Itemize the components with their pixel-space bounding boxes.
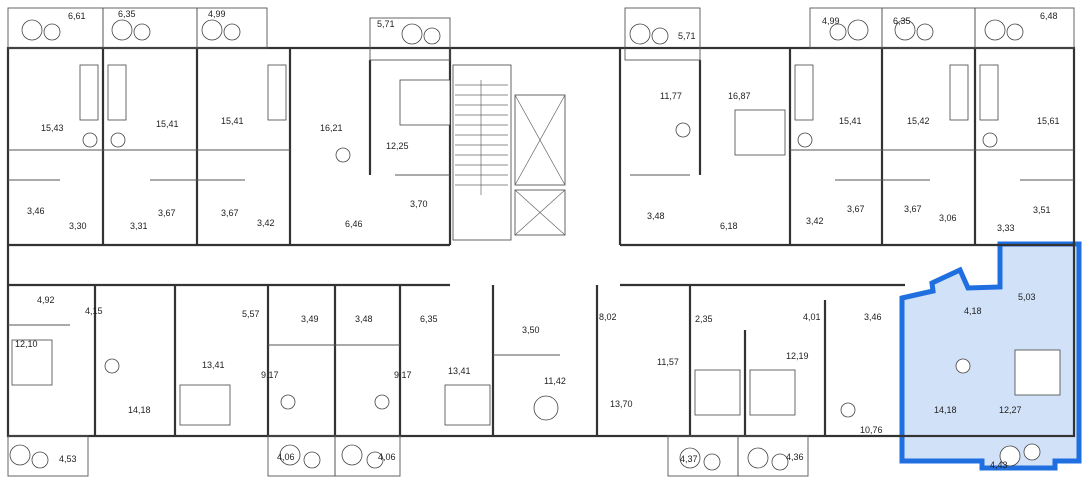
room-area-label: 12,19 bbox=[786, 351, 809, 361]
room-area-label: 3,46 bbox=[27, 206, 45, 216]
room-area-label: 4,99 bbox=[822, 16, 840, 26]
room-area-label: 4,99 bbox=[208, 9, 226, 19]
room-area-label: 11,77 bbox=[660, 91, 682, 101]
room-area-label: 9,17 bbox=[261, 370, 279, 380]
room-area-label: 11,57 bbox=[657, 357, 679, 367]
room-area-label: 14,18 bbox=[934, 405, 957, 415]
room-area-label: 6,35 bbox=[420, 314, 438, 324]
room-labels: 6,61 6,35 4,99 5,71 5,71 4,99 6,35 6,48 … bbox=[15, 9, 1060, 470]
room-area-label: 3,48 bbox=[355, 314, 373, 324]
room-area-label: 5,71 bbox=[377, 19, 395, 29]
room-area-label: 15,41 bbox=[156, 119, 179, 129]
room-area-label: 3,67 bbox=[221, 208, 239, 218]
room-area-label: 3,42 bbox=[806, 216, 824, 226]
furniture bbox=[9, 19, 1061, 471]
room-area-label: 6,61 bbox=[68, 11, 86, 21]
highlighted-apartment[interactable] bbox=[899, 241, 1082, 471]
room-area-label: 12,27 bbox=[999, 405, 1022, 415]
room-area-label: 3,33 bbox=[997, 223, 1015, 233]
room-area-label: 3,31 bbox=[130, 221, 148, 231]
room-area-label: 15,41 bbox=[839, 116, 862, 126]
room-area-label: 3,67 bbox=[847, 204, 865, 214]
room-area-label: 3,67 bbox=[158, 208, 176, 218]
room-area-label: 3,70 bbox=[410, 199, 428, 209]
room-area-label: 5,03 bbox=[1018, 292, 1036, 302]
room-area-label: 15,43 bbox=[41, 123, 64, 133]
stairwell bbox=[452, 64, 512, 241]
room-area-label: 3,67 bbox=[904, 204, 922, 214]
room-area-label: 15,42 bbox=[907, 116, 930, 126]
lower-partitions bbox=[8, 285, 827, 436]
room-area-label: 4,01 bbox=[803, 312, 821, 322]
room-area-label: 13,70 bbox=[610, 399, 633, 409]
room-area-label: 6,48 bbox=[1040, 11, 1058, 21]
room-area-label: 3,30 bbox=[69, 221, 87, 231]
room-area-label: 4,18 bbox=[964, 306, 982, 316]
room-area-label: 6,18 bbox=[720, 221, 738, 231]
room-area-label: 13,41 bbox=[448, 366, 471, 376]
room-area-label: 4,15 bbox=[85, 306, 103, 316]
room-area-label: 15,61 bbox=[1037, 116, 1060, 126]
room-area-label: 12,25 bbox=[386, 141, 409, 151]
room-area-label: 13,41 bbox=[202, 360, 225, 370]
room-area-label: 3,06 bbox=[939, 213, 957, 223]
room-area-label: 3,48 bbox=[647, 211, 665, 221]
room-area-label: 3,51 bbox=[1033, 205, 1051, 215]
elevator-shafts bbox=[514, 94, 566, 236]
exterior-walls bbox=[6, 46, 1076, 438]
room-area-label: 9,17 bbox=[394, 370, 412, 380]
room-area-label: 3,50 bbox=[522, 325, 540, 335]
upper-partitions bbox=[8, 48, 1074, 245]
room-area-label: 6,46 bbox=[345, 219, 363, 229]
room-area-label: 3,42 bbox=[257, 218, 275, 228]
room-area-label: 12,10 bbox=[15, 339, 38, 349]
room-area-label: 8,02 bbox=[599, 312, 617, 322]
balconies bbox=[7, 7, 1075, 477]
room-area-label: 2,35 bbox=[695, 314, 713, 324]
room-area-label: 4,06 bbox=[378, 452, 396, 462]
room-area-label: 5,57 bbox=[242, 309, 260, 319]
room-area-label: 4,43 bbox=[990, 460, 1008, 470]
room-area-label: 4,37 bbox=[680, 454, 698, 464]
room-area-label: 3,49 bbox=[301, 314, 319, 324]
room-area-label: 10,76 bbox=[860, 425, 883, 435]
room-area-label: 16,21 bbox=[320, 123, 343, 133]
room-area-label: 5,71 bbox=[678, 31, 696, 41]
room-area-label: 15,41 bbox=[221, 116, 244, 126]
room-area-label: 11,42 bbox=[544, 376, 566, 386]
room-area-label: 3,46 bbox=[864, 312, 882, 322]
room-area-label: 14,18 bbox=[128, 405, 151, 415]
room-area-label: 6,35 bbox=[893, 16, 911, 26]
room-area-label: 4,36 bbox=[786, 452, 804, 462]
room-area-label: 4,06 bbox=[277, 452, 295, 462]
room-area-label: 4,53 bbox=[59, 454, 77, 464]
room-area-label: 6,35 bbox=[118, 9, 136, 19]
room-area-label: 16,87 bbox=[728, 91, 751, 101]
room-area-label: 4,92 bbox=[37, 295, 55, 305]
